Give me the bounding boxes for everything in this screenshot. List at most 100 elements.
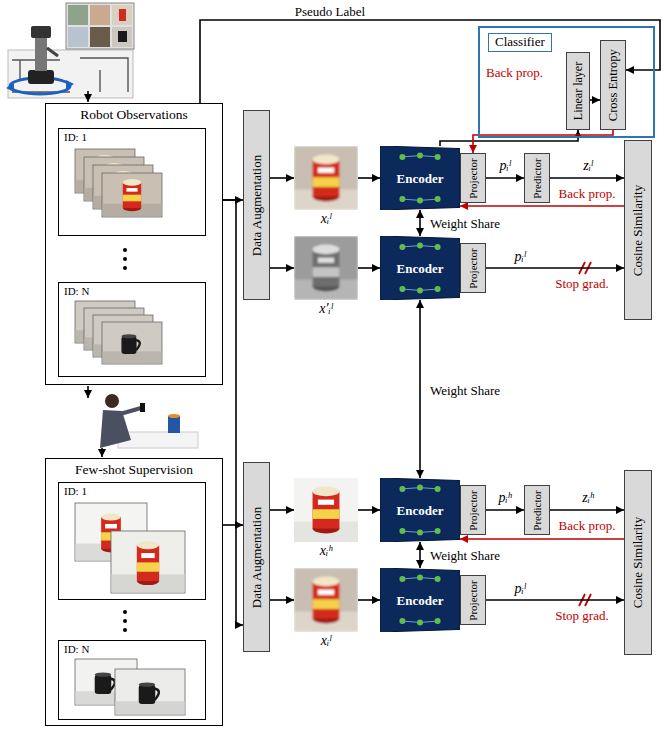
label-holder: pᵢʰ bbox=[496, 488, 513, 506]
process-box: Data Augmentation bbox=[243, 110, 270, 300]
node-label: ID: N bbox=[64, 285, 205, 298]
connector bbox=[200, 20, 660, 103]
dot bbox=[123, 266, 127, 270]
edge-label: Back prop. bbox=[556, 187, 617, 201]
can-top bbox=[313, 245, 340, 255]
node-label: Projector bbox=[468, 248, 479, 288]
label-holder: Stop grad. bbox=[553, 274, 610, 292]
photo-frame bbox=[111, 531, 185, 593]
classifier-group: Linear layerCross EntropyClassifier bbox=[478, 26, 655, 138]
data-panel: ID: 1ID: NRobot Observations bbox=[45, 103, 223, 385]
can-label bbox=[313, 177, 340, 187]
network-dot bbox=[435, 618, 441, 624]
photo-background bbox=[102, 173, 162, 217]
node-label: Cosine Similarity bbox=[632, 517, 645, 608]
connector bbox=[486, 267, 624, 269]
network-dot bbox=[435, 244, 441, 250]
encoder-shape: Encoder bbox=[380, 146, 460, 210]
flow-arrow bbox=[101, 448, 103, 457]
mug-rim bbox=[139, 682, 156, 686]
process-box: Projector bbox=[460, 153, 486, 203]
mug-rim bbox=[95, 672, 112, 676]
map bbox=[8, 50, 133, 98]
image-sample: x′ᵢˡ bbox=[294, 236, 358, 300]
mug-rim bbox=[121, 334, 136, 338]
connector bbox=[223, 524, 243, 526]
connector bbox=[358, 599, 380, 601]
robot-scene bbox=[6, 3, 134, 102]
network-dot bbox=[435, 576, 441, 582]
thumbnail-panel bbox=[66, 3, 134, 49]
network-dot bbox=[417, 575, 423, 581]
image-sample: xᵢˡ bbox=[294, 568, 358, 632]
encoder-shape: Encoder bbox=[380, 478, 460, 542]
process-box: Predictor bbox=[524, 485, 550, 535]
node-label: ID: N bbox=[64, 643, 205, 656]
photo bbox=[294, 146, 358, 210]
encoder-outline bbox=[380, 236, 460, 300]
can-body bbox=[313, 249, 340, 286]
network-dot bbox=[417, 287, 423, 293]
network-dot bbox=[435, 528, 441, 534]
edge-label: pᵢˡ bbox=[512, 249, 527, 264]
network-dot bbox=[399, 486, 405, 492]
network-dot bbox=[399, 576, 405, 582]
thumbnail bbox=[90, 5, 110, 25]
photo-svg bbox=[294, 146, 358, 210]
encoder-outline bbox=[380, 568, 460, 632]
connector bbox=[358, 267, 380, 269]
thumbnail-can bbox=[119, 9, 126, 21]
photo-background bbox=[294, 478, 358, 542]
can-top bbox=[313, 577, 340, 587]
encoder-outline bbox=[380, 478, 460, 542]
image-caption: xᵢˡ bbox=[294, 211, 358, 226]
thumbnail bbox=[68, 5, 88, 25]
connector bbox=[419, 210, 421, 236]
network-dot bbox=[417, 243, 423, 249]
robot-arm bbox=[47, 48, 58, 56]
label-holder: Pseudo Label bbox=[293, 2, 367, 20]
can-body bbox=[123, 182, 141, 208]
process-box: Cosine Similarity bbox=[624, 470, 652, 655]
can-stripe bbox=[105, 524, 117, 528]
image-set: ID: 1 bbox=[58, 482, 206, 600]
person-head bbox=[105, 394, 119, 408]
image-sample: xᵢʰ bbox=[294, 478, 358, 542]
can-label bbox=[313, 599, 340, 609]
network-dot bbox=[435, 486, 441, 492]
photo-background bbox=[115, 669, 185, 715]
label-holder: Back prop. bbox=[484, 63, 545, 81]
image-sample: xᵢˡ bbox=[294, 146, 358, 210]
connector bbox=[358, 177, 380, 179]
process-box: Linear layer bbox=[566, 52, 590, 130]
network-dot bbox=[417, 619, 423, 625]
dot bbox=[123, 248, 127, 252]
can-stripe bbox=[318, 590, 334, 595]
photo bbox=[294, 236, 358, 300]
edge-label: zᵢˡ bbox=[581, 158, 595, 173]
phone bbox=[140, 403, 145, 412]
can-label bbox=[137, 562, 159, 571]
flow-arrow bbox=[87, 91, 89, 102]
photo-background bbox=[102, 322, 162, 364]
photo-frame bbox=[115, 669, 185, 715]
mug-body bbox=[95, 675, 112, 694]
photo bbox=[75, 149, 162, 217]
edge-label: pᵢʰ bbox=[496, 490, 513, 505]
edge-label: pᵢˡ bbox=[497, 158, 512, 173]
can-top bbox=[137, 541, 159, 549]
photo-svg bbox=[59, 483, 192, 599]
mug-handle bbox=[155, 689, 159, 700]
node-label: ID: 1 bbox=[64, 485, 205, 498]
data-panel: ID: 1ID: NFew-shot Supervision bbox=[45, 458, 223, 726]
process-box: Projector bbox=[460, 575, 486, 625]
connector bbox=[440, 130, 578, 146]
node-label: Encoder bbox=[397, 594, 444, 607]
thumbnail-mug bbox=[118, 31, 127, 42]
photo-background bbox=[294, 236, 358, 300]
node-label: Cosine Similarity bbox=[632, 184, 645, 275]
photo-frame bbox=[102, 322, 162, 364]
node-label: Data Augmentation bbox=[250, 506, 263, 607]
network-dot bbox=[399, 286, 405, 292]
edge-label: Weight Share bbox=[428, 384, 502, 398]
